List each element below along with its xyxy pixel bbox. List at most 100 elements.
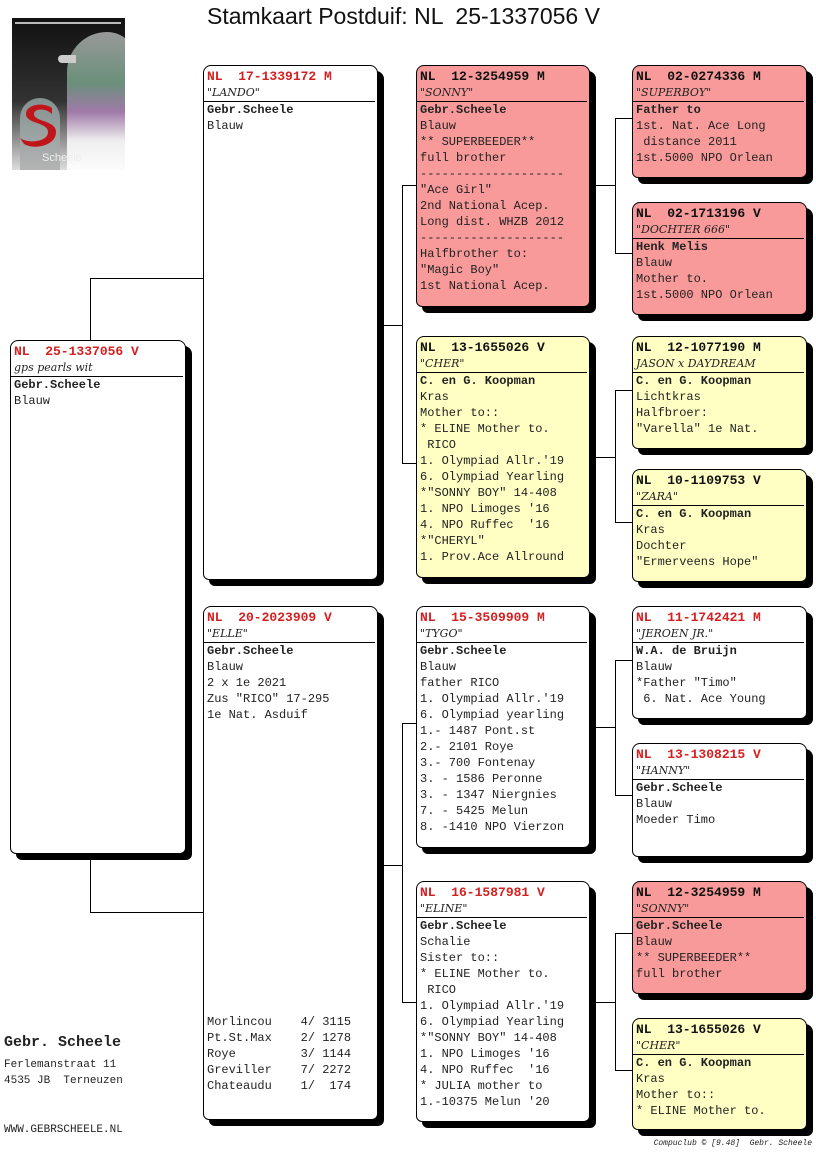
connector-line	[615, 390, 616, 523]
pigeon-card-mff[interactable]: NL 11-1742421 M"JEROEN JR."W.A. de Bruij…	[632, 606, 807, 719]
info-line: 8. -1410 NPO Vierzon	[420, 820, 565, 834]
ring-number: NL 02-0274336 M	[636, 69, 761, 84]
pigeon-name: JASON x DAYDREAM	[633, 356, 804, 373]
breeder-city: 4535 JB Terneuzen	[4, 1075, 123, 1087]
info-line: 1st National Acep.	[420, 279, 550, 293]
info-line: * ELINE Mother to.	[420, 967, 550, 981]
info-line: Kras	[636, 523, 665, 537]
info-line: Kras	[636, 1072, 665, 1086]
info-line: Blauw	[636, 935, 673, 949]
info-line: Mother to::	[420, 406, 500, 420]
connector-line	[615, 522, 632, 523]
info-line: RICO	[420, 438, 457, 452]
connector-line	[615, 933, 616, 1071]
info-line: 2 x 1e 2021	[207, 676, 287, 690]
info-line: 4. NPO Ruffec '16	[420, 518, 550, 532]
info-line: 6. Olympiad Yearling	[420, 470, 565, 484]
connector-line	[615, 933, 632, 934]
connector-line	[402, 185, 403, 464]
breeder-website[interactable]: WWW.GEBRSCHEELE.NL	[4, 1124, 123, 1136]
connector-line	[402, 723, 403, 1003]
info-line: 3. - 1586 Peronne	[420, 772, 543, 786]
ring-number: NL 12-3254959 M	[636, 885, 761, 900]
connector-line	[90, 912, 203, 913]
info-line: 6. Nat. Ace Young	[636, 692, 766, 706]
pigeon-name: "JEROEN JR."	[633, 626, 804, 643]
ring-number: NL 12-3254959 M	[420, 69, 545, 84]
info-line: Blauw	[207, 660, 244, 674]
page-title: Stamkaart Postduif: NL 25-1337056 V	[207, 3, 600, 29]
pigeon-name: "LANDO"	[204, 85, 375, 102]
info-line: 2nd National Acep.	[420, 199, 550, 213]
ring-number: NL 20-2023909 V	[207, 610, 332, 625]
connector-line	[402, 723, 416, 724]
info-line: *"SONNY BOY" 14-408	[420, 486, 557, 500]
info-line: 1. Olympiad Allr.'19	[420, 692, 565, 706]
owner-name: W.A. de Bruijn	[636, 644, 737, 658]
ring-number: NL 17-1339172 M	[207, 69, 332, 84]
info-line: Moeder Timo	[636, 813, 716, 827]
pigeon-name: "DOCHTER 666"	[633, 222, 804, 239]
race-result: Roye 3/ 1144	[207, 1047, 352, 1061]
info-line: Long dist. WHZB 2012	[420, 215, 565, 229]
logo-s-icon	[20, 104, 56, 147]
info-line: "Varella" 1e Nat.	[636, 422, 759, 436]
pigeon-name: "SUPERBOY"	[633, 85, 804, 102]
info-line: 1st.5000 NPO Orlean	[636, 151, 773, 165]
ring-number: NL 13-1655026 V	[636, 1022, 761, 1037]
owner-name: Gebr.Scheele	[207, 644, 294, 658]
pigeon-name: gps pearls wit	[11, 360, 183, 377]
connector-line	[402, 1002, 416, 1003]
info-line: Blauw	[420, 119, 457, 133]
connector-line	[402, 463, 416, 464]
logo-image: Scheele	[12, 18, 125, 170]
info-line: * JULIA mother to	[420, 1079, 543, 1093]
pigeon-name: "TYGO"	[417, 626, 587, 643]
info-line: 3. - 1347 Niergnies	[420, 788, 557, 802]
info-line: 1.-10375 Melun '20	[420, 1095, 550, 1109]
pigeon-card-fff[interactable]: NL 02-0274336 M"SUPERBOY"Father to 1st. N…	[632, 65, 807, 178]
pigeon-name: "CHER"	[417, 356, 587, 373]
logo-pigeon	[67, 32, 125, 170]
info-line: Halfbrother to:	[420, 247, 529, 261]
ring-number: NL 11-1742421 M	[636, 610, 761, 625]
ring-number: NL 13-1655026 V	[420, 340, 545, 355]
breeder-street: Ferlemanstraat 11	[4, 1059, 117, 1071]
info-line: 1st.5000 NPO Orlean	[636, 288, 773, 302]
info-line: Sister to::	[420, 951, 500, 965]
info-line: ** SUPERBEEDER**	[636, 951, 752, 965]
ring-number: NL 12-1077190 M	[636, 340, 761, 355]
info-line: --------------------	[420, 167, 565, 181]
info-line: Schalie	[420, 935, 471, 949]
info-line: 6. Olympiad Yearling	[420, 1015, 565, 1029]
pigeon-name: "ELLE"	[204, 626, 375, 643]
owner-name: Father to	[636, 103, 701, 117]
owner-name: C. en G. Koopman	[636, 374, 752, 388]
owner-name: C. en G. Koopman	[636, 1056, 752, 1070]
info-line: Blauw	[420, 660, 457, 674]
info-line: *"SONNY BOY" 14-408	[420, 1031, 557, 1045]
owner-name: C. en G. Koopman	[636, 507, 752, 521]
info-line: 1st. Nat. Ace Long	[636, 119, 766, 133]
race-result: Chateaudu 1/ 174	[207, 1079, 352, 1093]
info-line: 1. Olympiad Allr.'19	[420, 454, 565, 468]
pigeon-name: "HANNY"	[633, 763, 804, 780]
race-result: Greviller 7/ 2272	[207, 1063, 352, 1077]
pigeon-name: "SONNY"	[417, 85, 587, 102]
info-line: * ELINE Mother to.	[636, 1104, 766, 1118]
